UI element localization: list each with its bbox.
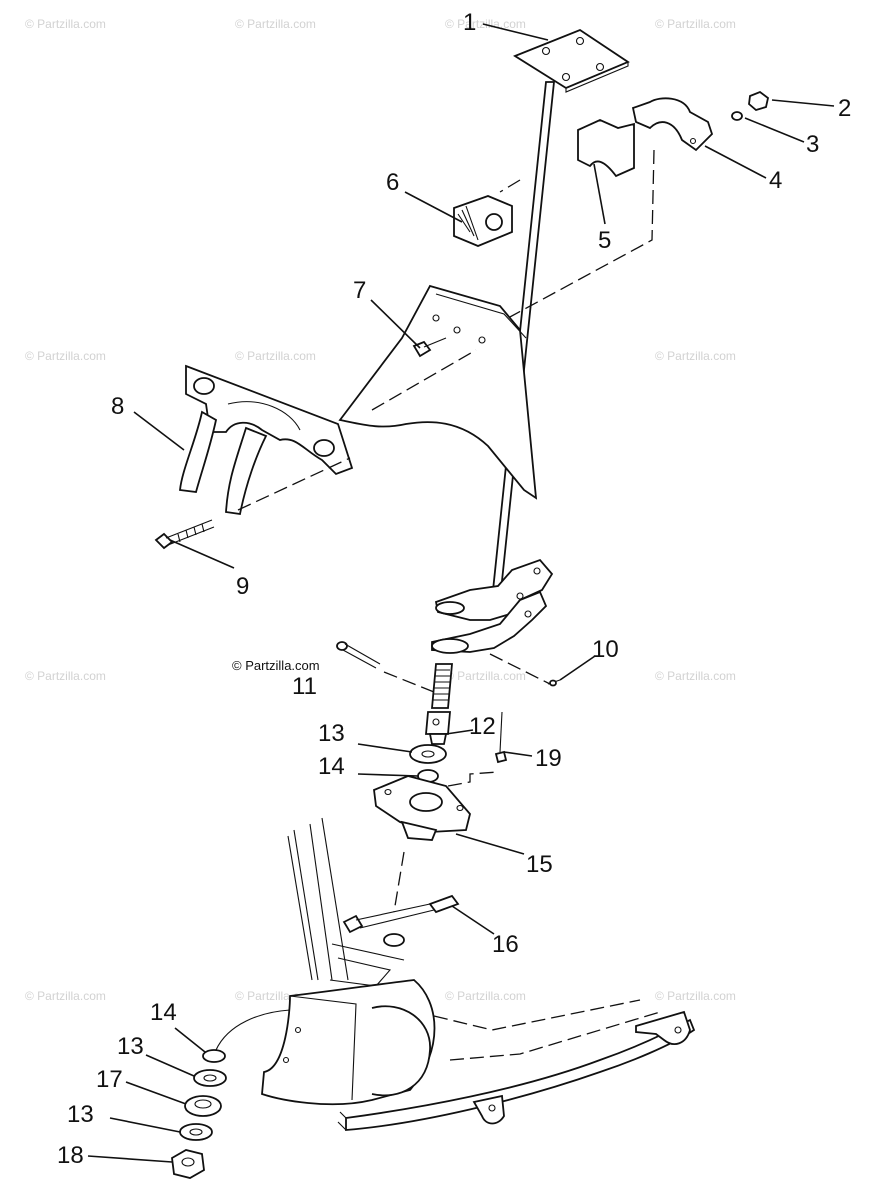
steering-block <box>373 775 471 841</box>
pivot-bolt <box>342 894 460 947</box>
roll-pin <box>336 641 381 669</box>
leader-dashed <box>507 149 655 319</box>
rubber-block <box>453 195 513 247</box>
leader-dashed <box>383 671 435 693</box>
watermark: © Partzilla.com <box>235 17 316 31</box>
clamp-block <box>577 119 635 178</box>
watermark: © Partzilla.com <box>25 17 106 31</box>
watermark: © Partzilla.com <box>25 349 106 363</box>
callout-14-b: 14 <box>150 999 177 1026</box>
callout-2: 2 <box>838 95 851 122</box>
callout-10: 10 <box>592 636 619 663</box>
watermark: © Partzilla.com <box>655 349 736 363</box>
leader-dashed <box>489 653 551 685</box>
chassis-section <box>261 817 661 1106</box>
callout-8: 8 <box>111 393 124 420</box>
copyright-overlay: © Partzilla.com <box>232 658 320 673</box>
callout-18: 18 <box>57 1142 84 1169</box>
callout-4: 4 <box>769 167 782 194</box>
ski-runner <box>337 1010 696 1131</box>
steering-support-plate <box>338 284 538 500</box>
leader-line <box>215 1009 291 1051</box>
lower-o-ring <box>202 1049 226 1063</box>
callout-15: 15 <box>526 851 553 878</box>
watermark: © Partzilla.com <box>655 989 736 1003</box>
watermark: © Partzilla.com <box>655 17 736 31</box>
leader-lines <box>87 23 835 1163</box>
u-joint <box>425 711 451 745</box>
callout-3: 3 <box>806 131 819 158</box>
cotter-pin <box>547 679 561 687</box>
callout-11: 11 <box>292 673 317 700</box>
handlebar-mount-plate <box>513 28 630 93</box>
leader-dashed <box>371 349 477 411</box>
callout-6: 6 <box>386 169 399 196</box>
thrust-washer <box>409 744 447 764</box>
bushing <box>184 1095 222 1117</box>
upper-clamp <box>631 97 714 152</box>
watermark: © Partzilla.com <box>655 669 736 683</box>
callout-14-a: 14 <box>318 753 345 780</box>
small-bolt <box>494 711 508 764</box>
leader-dashed <box>447 771 499 787</box>
callout-13-a: 13 <box>318 720 345 747</box>
callout-17: 17 <box>96 1066 123 1093</box>
callout-1: 1 <box>463 9 476 36</box>
watermark: © Partzilla.com <box>235 349 316 363</box>
leader-dashed <box>237 457 351 511</box>
callout-9: 9 <box>236 573 249 600</box>
threaded-shaft <box>431 663 453 709</box>
watermark: © Partzilla.com <box>445 669 526 683</box>
steering-bracket <box>179 364 354 516</box>
watermark: © Partzilla.com <box>25 669 106 683</box>
callout-12: 12 <box>469 713 496 740</box>
callout-13-c: 13 <box>67 1101 94 1128</box>
callout-7: 7 <box>353 277 366 304</box>
lower-washer <box>193 1069 227 1087</box>
watermark: © Partzilla.com <box>445 989 526 1003</box>
callout-5: 5 <box>598 227 611 254</box>
steering-arm <box>431 558 554 654</box>
nut <box>748 90 770 112</box>
callout-13-b: 13 <box>117 1033 144 1060</box>
leader-dashed <box>499 179 521 193</box>
lower-washer <box>179 1123 213 1141</box>
callout-16: 16 <box>492 931 519 958</box>
washer <box>731 111 743 121</box>
watermark: © Partzilla.com <box>25 989 106 1003</box>
callout-labels: 1 2 3 4 5 6 7 8 9 10 11 12 13 19 14 15 1… <box>57 9 851 1169</box>
castle-nut <box>171 1149 205 1179</box>
callout-19: 19 <box>535 745 562 772</box>
